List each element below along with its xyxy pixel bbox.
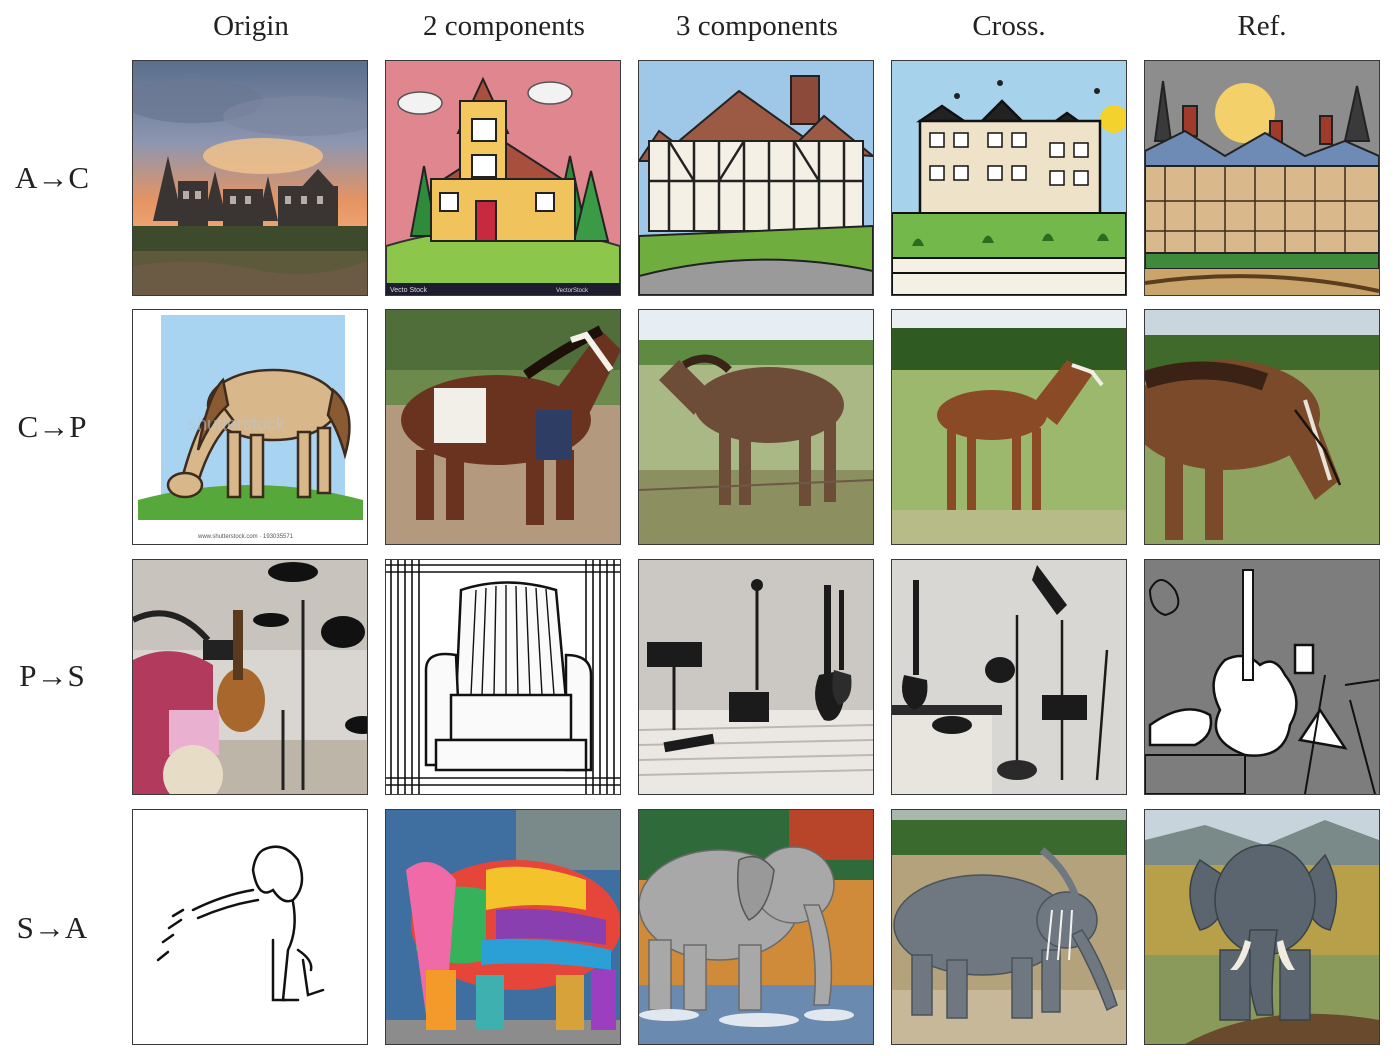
row-label-a-to-c: A→C [14, 160, 90, 195]
guitar-sketch-illustration [1145, 560, 1379, 794]
elephant-water-illustration [639, 810, 873, 1044]
image-grey-elephant [891, 809, 1127, 1045]
elephant-painting-illustration [1145, 810, 1379, 1044]
image-elephant-painting [1144, 809, 1380, 1045]
foal-meadow-illustration [892, 310, 1126, 544]
image-foal-meadow [891, 309, 1127, 545]
image-guitar-sketch [1144, 559, 1380, 795]
illustrated-castle-illustration [1145, 61, 1379, 295]
row-label-s-to-a: S→A [16, 910, 88, 945]
column-header-ref: Ref. [1237, 10, 1287, 42]
image-tudor-manor [638, 60, 874, 296]
cartoon-horse-illustration: shutterstock www.shutterstock.com · 1930… [133, 310, 367, 544]
bedroom-drums-illustration [133, 560, 367, 794]
image-manor-garden [891, 60, 1127, 296]
colorful-elephant-illustration [386, 810, 620, 1044]
image-colorful-elephant [385, 809, 621, 1045]
image-elephant-sketch [132, 809, 368, 1045]
image-room-guitar-stand [891, 559, 1127, 795]
cartoon-house-illustration: Vecto Stock VectorStock [386, 61, 620, 295]
image-horse-field [638, 309, 874, 545]
column-header-cross: Cross. [972, 10, 1046, 42]
manor-garden-illustration [892, 61, 1126, 295]
row-label-p-to-s: P→S [19, 658, 85, 693]
image-armchair-sketch [385, 559, 621, 795]
image-illustrated-castle [1144, 60, 1380, 296]
horse-grazing-illustration [1145, 310, 1379, 544]
room-guitars-illustration [639, 560, 873, 794]
image-elephant-water [638, 809, 874, 1045]
watermark-caption: www.shutterstock.com · 193035571 [197, 534, 294, 540]
watermark-shutterstock: shutterstock [188, 414, 286, 434]
column-header-3-components: 3 components [676, 10, 838, 42]
image-cartoon-house: Vecto Stock VectorStock [385, 60, 621, 296]
row-label-c-to-p: C→P [17, 409, 87, 444]
column-header-origin: Origin [213, 10, 289, 42]
watermark-left: Vecto Stock [390, 287, 427, 294]
image-horse-grazing [1144, 309, 1380, 545]
brown-horse-illustration [386, 310, 620, 544]
grey-elephant-illustration [892, 810, 1126, 1044]
image-room-guitars [638, 559, 874, 795]
horse-field-illustration [639, 310, 873, 544]
tudor-manor-illustration [639, 61, 873, 295]
column-header-2-components: 2 components [423, 10, 585, 42]
image-brown-horse [385, 309, 621, 545]
watermark-right: VectorStock [556, 288, 589, 294]
room-guitar-stand-illustration [892, 560, 1126, 794]
elephant-sketch-illustration [133, 810, 367, 1044]
image-castle-sunset-painting [132, 60, 368, 296]
armchair-sketch-illustration [386, 560, 620, 794]
image-bedroom-drums [132, 559, 368, 795]
castle-sunset-illustration [133, 61, 367, 295]
image-cartoon-grazing-horse: shutterstock www.shutterstock.com · 1930… [132, 309, 368, 545]
